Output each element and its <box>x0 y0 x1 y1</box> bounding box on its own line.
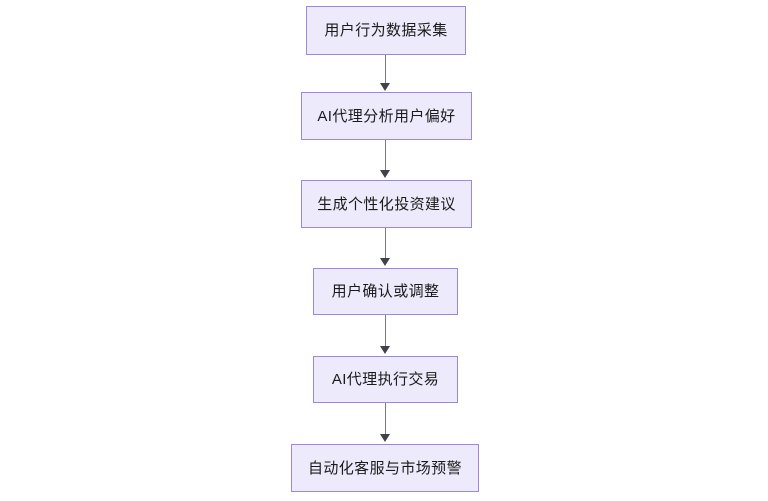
edge-arrowhead-icon <box>380 346 390 354</box>
edge-connector <box>385 315 386 348</box>
edge-arrowhead-icon <box>380 434 390 442</box>
edge-arrowhead-icon <box>380 83 390 91</box>
flowchart-node-ai-execute-trade[interactable]: AI代理执行交易 <box>313 356 458 403</box>
node-label: 生成个性化投资建议 <box>317 195 456 213</box>
node-label: 用户确认或调整 <box>331 283 440 300</box>
edge-connector <box>385 55 386 85</box>
edge-arrowhead-icon <box>380 258 390 266</box>
flowchart-node-personalized-advice[interactable]: 生成个性化投资建议 <box>301 180 472 228</box>
node-label: 自动化客服与市场预警 <box>307 459 462 477</box>
edge-connector <box>385 403 386 436</box>
node-label: AI代理分析用户偏好 <box>317 107 456 125</box>
node-label: 用户行为数据采集 <box>324 22 448 39</box>
flowchart-node-automated-service-alerts[interactable]: 自动化客服与市场预警 <box>291 444 479 492</box>
node-label: AI代理执行交易 <box>331 371 440 388</box>
flowchart-node-ai-preference-analysis[interactable]: AI代理分析用户偏好 <box>301 92 472 140</box>
edge-connector <box>385 140 386 172</box>
edge-arrowhead-icon <box>380 170 390 178</box>
edge-connector <box>385 228 386 260</box>
flowchart-node-user-confirmation[interactable]: 用户确认或调整 <box>313 268 458 315</box>
flowchart-node-data-collection[interactable]: 用户行为数据采集 <box>306 6 466 55</box>
